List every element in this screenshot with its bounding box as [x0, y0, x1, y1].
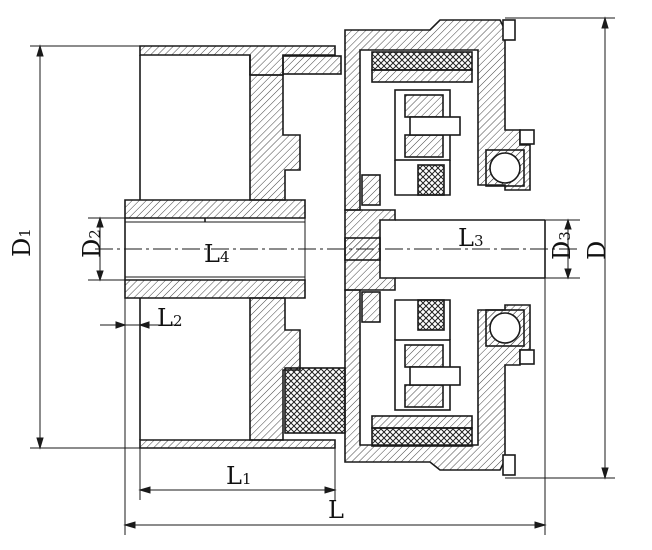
label-d: D: [583, 241, 611, 260]
dimension-d1: [30, 44, 140, 450]
friction-block: [284, 367, 346, 434]
label-d2: D2: [78, 229, 106, 258]
dimension-d3: [545, 218, 580, 280]
upper-lip: [282, 55, 342, 75]
label-l2: L2: [157, 304, 182, 332]
bottom-bolt: [502, 454, 516, 476]
left-hub: [124, 45, 336, 449]
upper-bearing: [485, 149, 525, 187]
lower-friction-disc: [371, 427, 473, 447]
top-bolt: [502, 19, 516, 41]
label-d1: D1: [8, 228, 36, 257]
lower-small-bolt: [519, 349, 535, 365]
label-l1: L1: [226, 462, 251, 490]
dimension-l: [123, 278, 547, 535]
label-d3: D3: [548, 231, 576, 260]
label-l: L: [328, 496, 344, 524]
upper-small-bolt: [519, 129, 535, 145]
label-l4: L4: [204, 240, 229, 268]
lower-piston-assembly: [361, 291, 461, 411]
dimension-l2: [100, 321, 180, 329]
label-l3: L3: [458, 224, 483, 252]
dimension-l1: [138, 448, 337, 500]
upper-friction-disc: [371, 51, 473, 71]
lower-bearing: [485, 309, 525, 347]
dimension-d: [505, 16, 615, 480]
dimension-d2: [88, 216, 125, 282]
upper-piston-assembly: [361, 89, 461, 206]
